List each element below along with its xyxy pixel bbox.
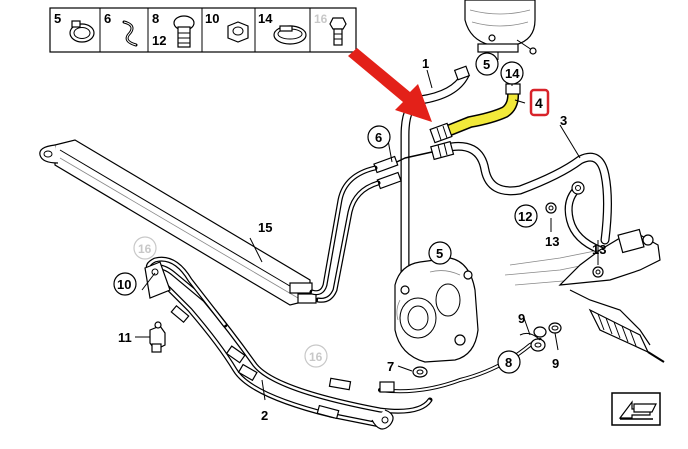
legend-label-14: 14 [258,11,273,26]
svg-text:12: 12 [518,209,532,224]
callout-5-top: 5 [475,52,499,76]
band-clamp-icon [273,25,307,45]
callout-1: 1 [422,56,429,71]
callout-7: 7 [387,359,394,374]
cooler-lines [309,165,381,303]
banjo-bolt-icon [173,15,195,48]
hose-2-pressure-lines [145,256,542,430]
hex-bolt-icon [329,17,347,46]
callout-11: 11 [118,330,132,345]
red-arrow-icon [348,48,432,122]
callout-12: 12 [514,204,538,228]
svg-text:13: 13 [592,242,606,257]
callout-9-bottom: 9 [552,356,559,371]
svg-text:5: 5 [483,57,490,72]
legend-label-5: 5 [54,11,61,26]
spring-clip-icon [122,20,138,47]
washer-7 [412,366,428,378]
direction-arrow-icon [611,392,661,426]
svg-text:7: 7 [387,359,394,374]
rack-line-fittings [519,202,562,352]
callout-4-boxed: 4 [529,88,550,117]
hose-clamp-icon [69,20,95,43]
svg-text:9: 9 [518,311,525,326]
callout-8: 8 [497,350,521,374]
legend-label-12: 12 [152,33,166,48]
leader-lines [135,69,599,401]
svg-text:8: 8 [505,355,512,370]
svg-text:11: 11 [118,330,132,345]
legend-label-16: 16 [314,12,328,26]
callout-15: 15 [258,220,272,235]
callout-10: 10 [113,272,137,296]
parts-legend: 5 6 8 12 10 14 1 [49,7,357,53]
svg-text:10: 10 [117,277,131,292]
callout-16-bottom: 16 [304,344,328,368]
callout-5-pump: 5 [428,241,452,265]
callout-6: 6 [367,125,391,149]
svg-text:9: 9 [552,356,559,371]
legend-label-10: 10 [205,11,219,26]
svg-text:15: 15 [258,220,272,235]
steering-pump [394,257,479,363]
cooler-radiator [39,139,317,306]
svg-text:16: 16 [309,350,323,364]
callout-14: 14 [500,61,524,85]
legend-label-6: 6 [104,11,111,26]
hose-3 [440,141,612,254]
callout-3: 3 [560,113,567,128]
pressure-sensor [149,321,166,353]
steering-rack [504,228,665,363]
callout-9-top: 9 [518,311,525,326]
svg-text:13: 13 [545,234,559,249]
svg-text:6: 6 [375,130,382,145]
svg-text:2: 2 [261,408,268,423]
bracket-10 [144,261,171,299]
callout-13-left: 13 [545,234,559,249]
svg-text:3: 3 [560,113,567,128]
legend-label-8: 8 [152,11,159,26]
svg-text:5: 5 [436,246,443,261]
svg-text:4: 4 [535,95,543,111]
callout-16-left: 16 [133,236,157,260]
callout-13-right: 13 [592,242,606,257]
callout-2: 2 [261,408,268,423]
cooler-line-fittings [373,140,455,190]
svg-text:16: 16 [138,242,152,256]
svg-text:1: 1 [422,56,429,71]
svg-text:14: 14 [505,66,520,81]
fluid-reservoir [464,0,537,60]
hose-4-fitting [429,122,453,144]
hex-nut-icon [227,21,249,43]
